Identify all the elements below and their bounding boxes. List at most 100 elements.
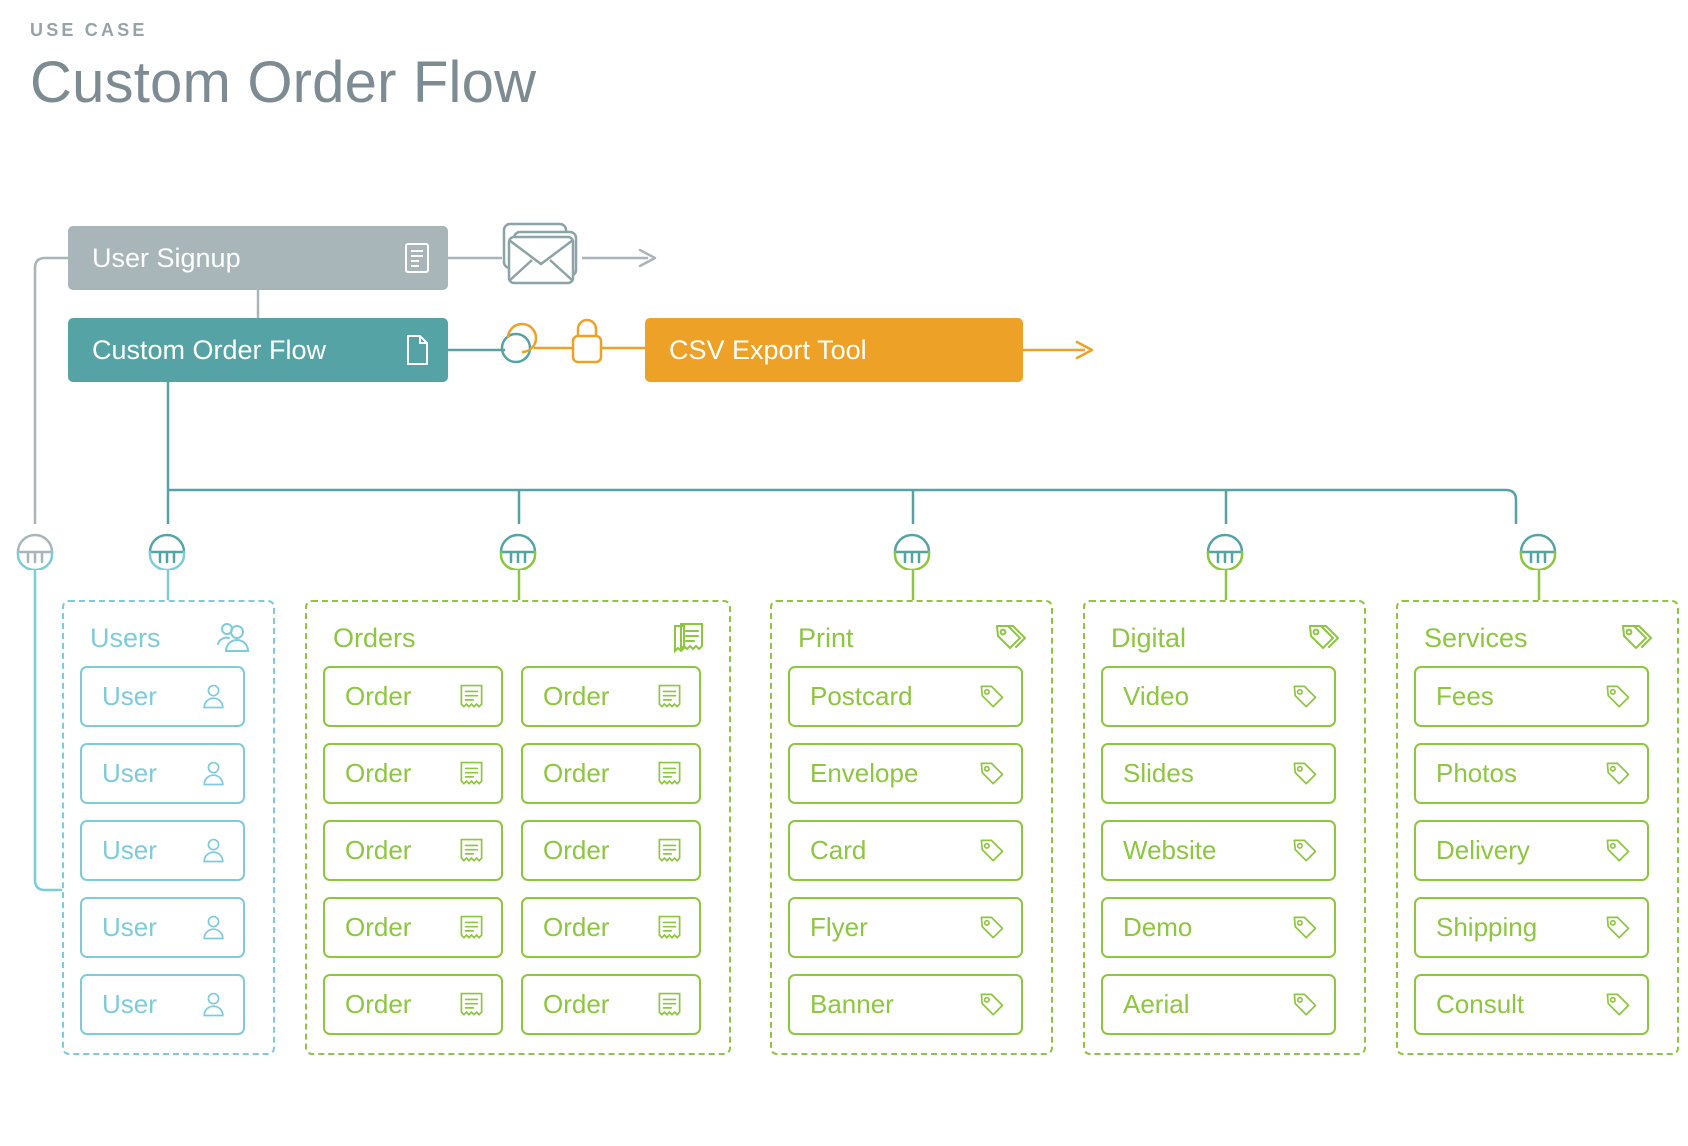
tag-icon (1604, 991, 1631, 1018)
card-item[interactable]: Order (521, 666, 701, 727)
card-item[interactable]: Slides (1101, 743, 1336, 804)
tags-double-icon (995, 622, 1027, 654)
card-item[interactable]: Website (1101, 820, 1336, 881)
card-label: Video (1123, 681, 1190, 711)
receipts-stack-icon (673, 622, 705, 654)
card-item[interactable]: Photos (1414, 743, 1649, 804)
receipt-icon (656, 760, 683, 787)
card-item[interactable]: Order (323, 820, 503, 881)
tag-icon (978, 991, 1005, 1018)
tag-icon (978, 914, 1005, 941)
card-item[interactable]: Card (788, 820, 1023, 881)
panel-title: Digital (1111, 622, 1187, 653)
card-item[interactable]: Shipping (1414, 897, 1649, 958)
card-item[interactable]: Order (521, 897, 701, 958)
card-item[interactable]: Fees (1414, 666, 1649, 727)
receipt-icon (458, 914, 485, 941)
flow-box-custom-order-flow[interactable]: Custom Order Flow (68, 318, 448, 382)
card-label: Website (1123, 835, 1217, 865)
plug-connector-icon (13, 524, 57, 572)
flow-box-user-signup[interactable]: User Signup (68, 226, 448, 290)
plug-connector-icon (890, 524, 934, 572)
receipt-icon (656, 991, 683, 1018)
card-label: Order (543, 758, 610, 788)
receipt-icon (656, 914, 683, 941)
eyebrow-label: USE CASE (30, 20, 148, 40)
card-label: Envelope (810, 758, 919, 788)
card-column: Order Order Order Order Order (521, 666, 701, 1035)
card-item[interactable]: Demo (1101, 897, 1336, 958)
card-grid: Video Slides Website Demo Aerial (1101, 666, 1348, 1035)
card-column: Postcard Envelope Card Flyer Banner (788, 666, 1023, 1035)
page-title: Custom Order Flow (30, 50, 537, 115)
panel-print: Print Postcard Envelope Card Flyer Banne… (770, 600, 1053, 1055)
tag-icon (1604, 683, 1631, 710)
card-item[interactable]: Delivery (1414, 820, 1649, 881)
card-item[interactable]: Order (521, 974, 701, 1035)
panel-title: Orders (333, 622, 416, 653)
card-column: Video Slides Website Demo Aerial (1101, 666, 1336, 1035)
card-item[interactable]: Flyer (788, 897, 1023, 958)
flow-box-label: Custom Order Flow (92, 334, 327, 365)
card-item[interactable]: Consult (1414, 974, 1649, 1035)
card-label: User (102, 681, 157, 711)
card-item[interactable]: Aerial (1101, 974, 1336, 1035)
card-item[interactable]: User (80, 820, 245, 881)
card-label: User (102, 835, 157, 865)
card-item[interactable]: Video (1101, 666, 1336, 727)
card-label: Order (543, 681, 610, 711)
card-label: Order (345, 758, 412, 788)
card-label: Order (543, 912, 610, 942)
panel-title: Print (798, 622, 854, 653)
panel-title: Users (90, 622, 161, 653)
flow-box-csv-export-tool[interactable]: CSV Export Tool (645, 318, 1023, 382)
card-item[interactable]: Order (323, 897, 503, 958)
panel-header: Digital (1101, 618, 1348, 658)
plug-connector-icon (145, 524, 189, 572)
plug-connector-icon (1516, 524, 1560, 572)
user-icon (200, 760, 227, 787)
card-item[interactable]: User (80, 897, 245, 958)
card-item[interactable]: User (80, 666, 245, 727)
card-label: Fees (1436, 681, 1494, 711)
tag-icon (1291, 837, 1318, 864)
card-item[interactable]: Order (521, 743, 701, 804)
card-item[interactable]: Order (521, 820, 701, 881)
card-item[interactable]: Order (323, 666, 503, 727)
card-item[interactable]: User (80, 743, 245, 804)
card-column: Order Order Order Order Order (323, 666, 503, 1035)
card-label: Photos (1436, 758, 1517, 788)
panel-title: Services (1424, 622, 1528, 653)
card-label: Order (543, 835, 610, 865)
page-header: USE CASE Custom Order Flow (30, 20, 536, 114)
document-lines-icon (404, 242, 430, 274)
file-icon (404, 334, 430, 366)
tags-double-icon (1308, 622, 1340, 654)
card-item[interactable]: Order (323, 974, 503, 1035)
plug-connector-icon (1203, 524, 1247, 572)
card-item[interactable]: Postcard (788, 666, 1023, 727)
tag-icon (1291, 760, 1318, 787)
card-item[interactable]: Banner (788, 974, 1023, 1035)
receipt-icon (458, 837, 485, 864)
receipt-icon (458, 683, 485, 710)
flow-box-label: CSV Export Tool (669, 334, 867, 365)
receipt-icon (458, 760, 485, 787)
panel-services: Services Fees Photos Delivery Shipping C… (1396, 600, 1679, 1055)
tag-icon (1291, 914, 1318, 941)
card-label: Consult (1436, 989, 1525, 1019)
panel-digital: Digital Video Slides Website Demo Aerial (1083, 600, 1366, 1055)
card-item[interactable]: Envelope (788, 743, 1023, 804)
envelope-stack-icon (502, 222, 578, 285)
panel-header: Services (1414, 618, 1661, 658)
card-item[interactable]: User (80, 974, 245, 1035)
card-label: User (102, 758, 157, 788)
card-item[interactable]: Order (323, 743, 503, 804)
card-label: Order (345, 912, 412, 942)
card-label: Aerial (1123, 989, 1190, 1019)
user-icon (200, 914, 227, 941)
tag-icon (1604, 760, 1631, 787)
